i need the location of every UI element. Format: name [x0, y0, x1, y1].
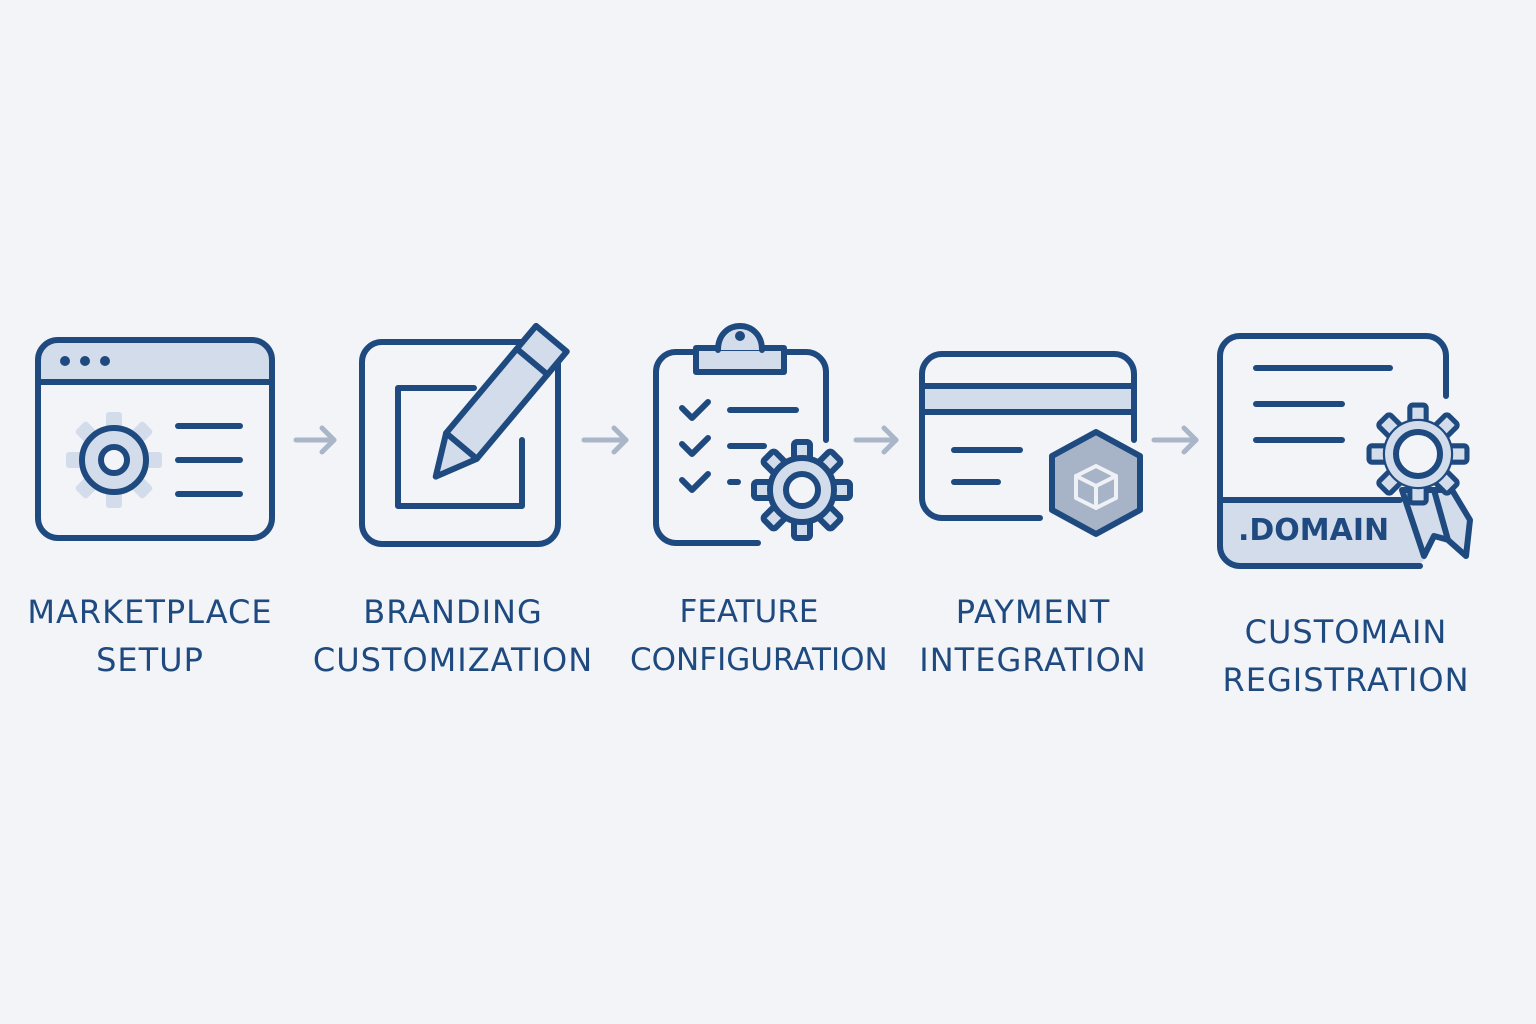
step-label-customain-registration: CUSTOMAIN REGISTRATION — [1206, 608, 1486, 704]
step-label-feature-configuration: FEATURE CONFIGURATION — [630, 588, 888, 684]
step-label-line: PAYMENT — [955, 593, 1111, 631]
payment-card-icon — [919, 351, 1143, 537]
step-label-line: INTEGRATION — [919, 641, 1147, 679]
domain-certificate-icon — [1217, 333, 1473, 569]
step-label-payment-integration: PAYMENT INTEGRATION — [900, 588, 1166, 684]
step-label-line: CUSTOMAIN — [1244, 613, 1448, 651]
arrow-right-icon — [293, 425, 337, 455]
step-label-branding-customization: BRANDING CUSTOMIZATION — [300, 588, 606, 684]
browser-gear-icon — [35, 337, 275, 541]
step-label-line: CONFIGURATION — [630, 642, 888, 678]
step-label-line: MARKETPLACE — [27, 593, 273, 631]
step-label-line: BRANDING — [363, 593, 543, 631]
arrow-right-icon — [1151, 425, 1199, 455]
step-label-line: SETUP — [96, 641, 204, 679]
step-label-marketplace-setup: MARKETPLACE SETUP — [10, 588, 290, 684]
step-label-line: REGISTRATION — [1222, 661, 1470, 699]
arrow-right-icon — [853, 425, 899, 455]
edit-pencil-icon — [359, 322, 570, 547]
step-label-line: CUSTOMIZATION — [312, 641, 594, 679]
checklist-gear-icon — [653, 323, 850, 546]
domain-badge-text: .DOMAIN — [1238, 513, 1389, 548]
step-label-line: FEATURE — [679, 594, 819, 630]
arrow-right-icon — [581, 425, 629, 455]
